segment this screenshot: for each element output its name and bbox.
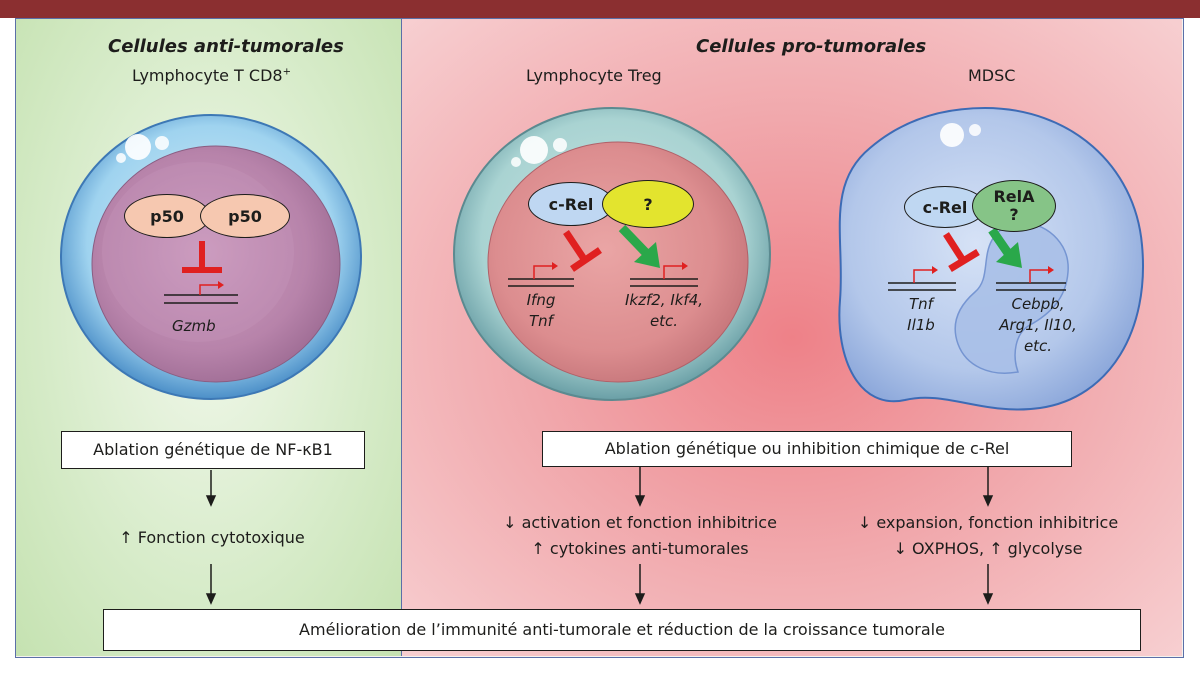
p50-protein-left: p50 bbox=[124, 194, 210, 238]
gene-tnf: Tnf bbox=[529, 312, 553, 330]
cd8-effect: ↑ Fonction cytotoxique bbox=[119, 528, 305, 547]
gene-tnf-mdsc: Tnf bbox=[909, 295, 933, 313]
highlight-dot bbox=[553, 138, 567, 152]
mdsc-inhibition bbox=[943, 232, 980, 272]
treg-effects: ↓ activation et fonction inhibitrice ↑ c… bbox=[470, 510, 810, 562]
highlight-dot bbox=[511, 157, 521, 167]
cd8-superscript: + bbox=[282, 66, 291, 78]
mdsc-activated-genes: Cebpb, Arg1, Il10, etc. bbox=[990, 294, 1086, 357]
gene-etc: etc. bbox=[649, 312, 679, 330]
gzmb-gene bbox=[164, 281, 238, 304]
rela-label: RelA bbox=[993, 187, 1035, 206]
treg-activated-genes: Ikzf2, Ikf4, etc. bbox=[614, 290, 714, 332]
highlight-dot bbox=[520, 136, 548, 164]
treg-cell-name: Lymphocyte Treg bbox=[526, 66, 662, 85]
treg-activated-gene-lines bbox=[630, 262, 698, 287]
gene-arg1-il10: Arg1, Il10, bbox=[999, 316, 1077, 334]
nfkb1-ablation-box: Ablation génétique de NF-κB1 bbox=[61, 431, 365, 469]
mdsc-activated-gene-lines bbox=[996, 266, 1066, 291]
mdsc-cell-name: MDSC bbox=[968, 66, 1016, 85]
anti-tumor-header: Cellules anti-tumorales bbox=[108, 36, 344, 57]
treg-cell bbox=[453, 107, 771, 401]
gene-ikzf2-ikf4: Ikzf2, Ikf4, bbox=[624, 291, 704, 309]
highlight-dot bbox=[940, 123, 964, 147]
p50-protein-right: p50 bbox=[200, 194, 290, 238]
treg-repressed-gene-lines bbox=[508, 262, 574, 287]
mdsc-repressed-genes: Tnf Il1b bbox=[896, 294, 946, 336]
gzmb-gene-label: Gzmb bbox=[172, 317, 216, 335]
mdsc-effects: ↓ expansion, fonction inhibitrice ↓ OXPH… bbox=[830, 510, 1146, 562]
mdsc-activation-arrow bbox=[988, 227, 1022, 268]
mdsc-effect-metabolism: ↓ OXPHOS, ↑ glycolyse bbox=[893, 539, 1083, 558]
cd8-inhibition bbox=[182, 241, 222, 273]
unknown-partner-treg: ? bbox=[602, 180, 694, 228]
gene-etc-mdsc: etc. bbox=[1023, 337, 1053, 355]
flow-connectors bbox=[205, 466, 994, 605]
treg-activation-arrow bbox=[618, 224, 660, 268]
highlight-dot bbox=[116, 153, 126, 163]
highlight-dot bbox=[125, 134, 151, 160]
gene-il1b: Il1b bbox=[907, 316, 935, 334]
rela-unknown-label: ? bbox=[1009, 205, 1019, 224]
treg-repressed-genes: Ifng Tnf bbox=[516, 290, 566, 332]
treg-inhibition bbox=[563, 230, 602, 272]
top-bar bbox=[0, 0, 1200, 18]
highlight-dot bbox=[155, 136, 169, 150]
highlight-dot bbox=[969, 124, 981, 136]
treg-effect-activation: ↓ activation et fonction inhibitrice bbox=[503, 513, 777, 532]
cd8-cell-name: Lymphocyte T CD8+ bbox=[132, 66, 291, 85]
mdsc-effect-expansion: ↓ expansion, fonction inhibitrice bbox=[857, 513, 1119, 532]
pro-tumor-header: Cellules pro-tumorales bbox=[696, 36, 927, 57]
treg-effect-cytokines: ↑ cytokines anti-tumorales bbox=[531, 539, 749, 558]
gene-ifng: Ifng bbox=[526, 291, 556, 309]
rela-protein-mdsc: RelA ? bbox=[972, 180, 1056, 232]
crel-ablation-box: Ablation génétique ou inhibition chimiqu… bbox=[542, 431, 1072, 467]
gene-cebpb: Cebpb, bbox=[1011, 295, 1065, 313]
crel-protein-treg: c-Rel bbox=[528, 182, 614, 226]
cd8-cell bbox=[60, 114, 362, 400]
outcome-box: Amélioration de l’immunité anti-tumorale… bbox=[103, 609, 1141, 651]
mdsc-cell bbox=[838, 106, 1144, 411]
mdsc-repressed-gene-lines bbox=[888, 266, 956, 291]
